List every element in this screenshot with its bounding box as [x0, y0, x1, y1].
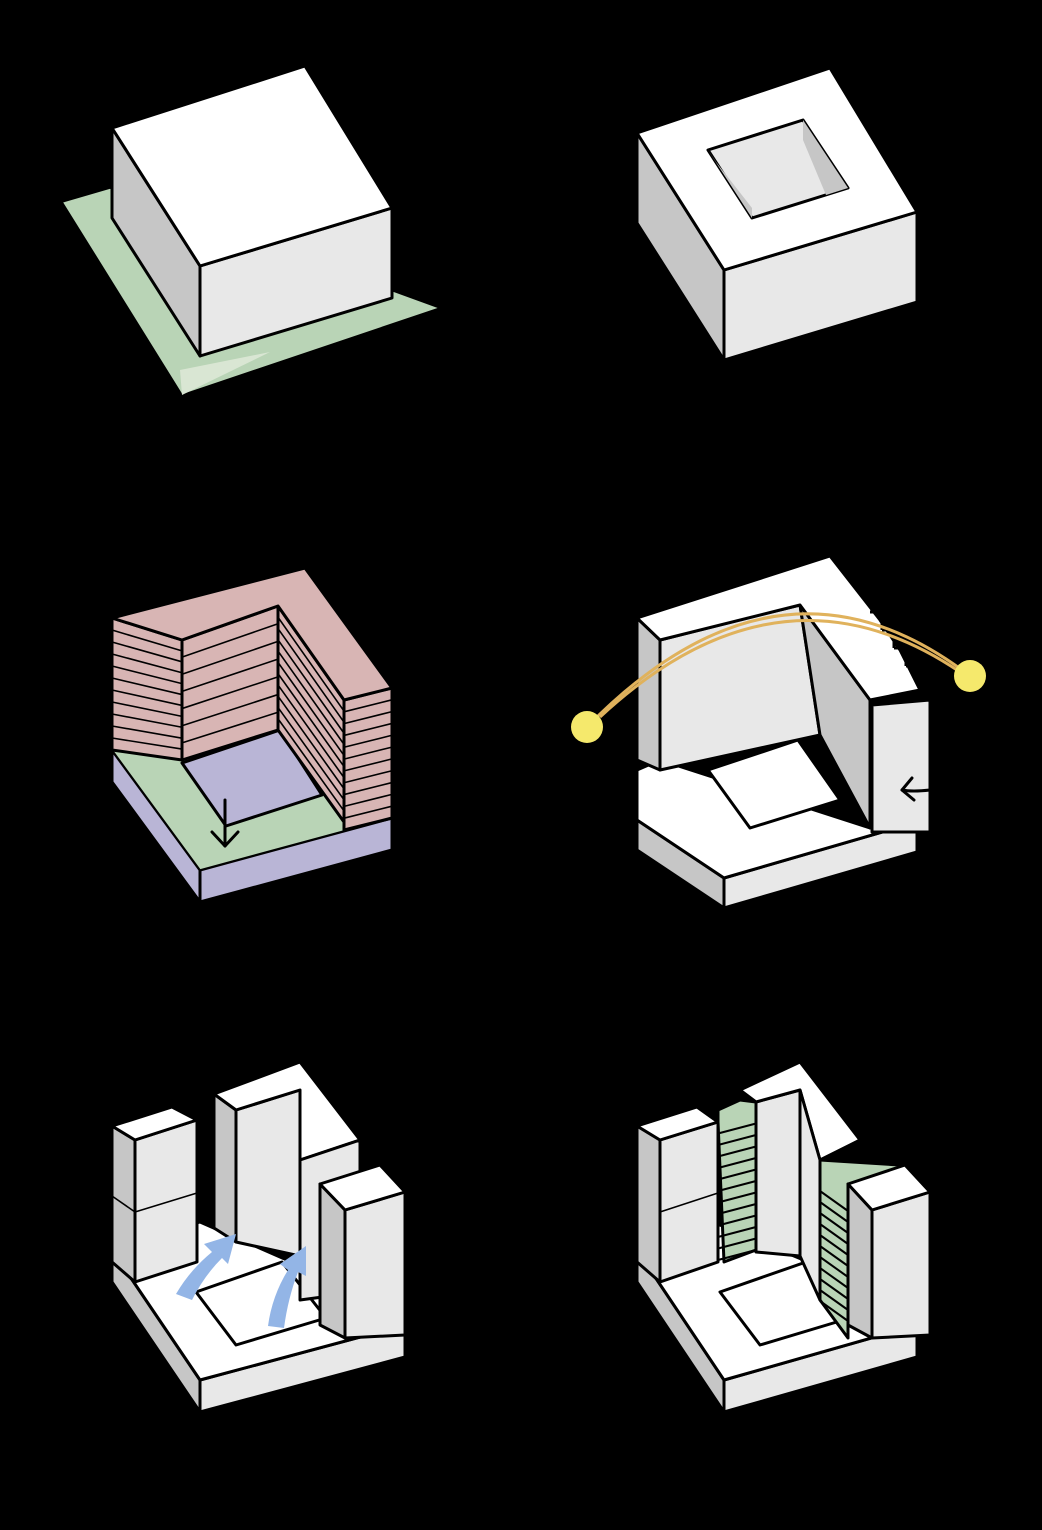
mid-tower-front	[236, 1090, 300, 1256]
right-tower-front	[872, 1192, 930, 1338]
sun-end	[954, 660, 986, 692]
left-tower-front	[135, 1120, 197, 1282]
sun-start	[571, 711, 603, 743]
stepped-tower	[872, 700, 930, 832]
left-wall	[637, 618, 660, 770]
mid-tower-front	[756, 1090, 800, 1256]
right-tower-front	[345, 1192, 405, 1338]
mid-tower-left	[214, 1094, 236, 1242]
left-tower-left	[637, 1126, 660, 1282]
upper-left-face	[112, 618, 182, 760]
